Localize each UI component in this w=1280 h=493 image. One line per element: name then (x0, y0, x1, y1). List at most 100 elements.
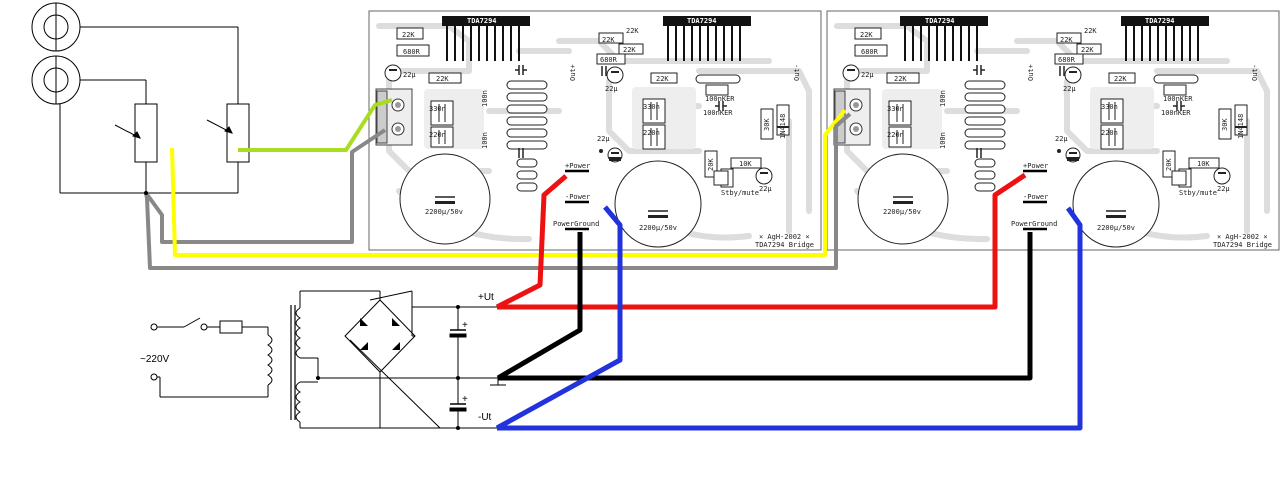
cap-label: 22µ (1063, 85, 1076, 93)
output-plus-label: Out+ (569, 64, 577, 81)
cap-label: 100nKER (705, 95, 735, 103)
cap-label: 22µ (1217, 185, 1230, 193)
resistor-label: 10K (739, 160, 752, 168)
amplifier-board-1: TDA7294 TDA7294 22K 680R 22K 22K 22K 22K… (369, 11, 821, 250)
board-credit: × AgH-2002 × (1217, 233, 1268, 241)
pos-sign: + (462, 394, 468, 405)
pos-sign: + (462, 320, 468, 331)
resistor-label: 22K (402, 31, 415, 39)
wire-signal-gray-2 (144, 112, 852, 270)
fuse (219, 320, 243, 334)
output-minus-label: Out- (1251, 64, 1259, 81)
cap-label: 220n (887, 131, 904, 139)
cap-label: 100nKER (1161, 109, 1191, 117)
cap-label: 330n (429, 105, 446, 113)
cap-label: 100n (481, 132, 489, 149)
cap-label: 22µ (861, 71, 874, 79)
cap-label: 100nKER (1163, 95, 1193, 103)
wire-ground (496, 232, 583, 381)
board-credit: TDA7294 Bridge (755, 241, 814, 249)
resistor-label: 22K (1060, 36, 1073, 44)
positive-power-label: +Power (1023, 162, 1048, 170)
resistor-label: 22K (602, 36, 615, 44)
positive-rail-label: +Ut (478, 292, 494, 303)
board-credit: × AgH-2002 × (759, 233, 810, 241)
board-credit: TDA7294 Bridge (1213, 241, 1272, 249)
chip-label: TDA7294 (925, 17, 955, 25)
cap-label: 330n (643, 103, 660, 111)
junction-dots (144, 191, 460, 430)
resistor-label: 20K (1165, 158, 1173, 171)
potentiometer-left (134, 103, 158, 163)
cap-label: 220n (1101, 129, 1118, 137)
resistor-label: 22K (623, 46, 636, 54)
negative-power-label: -Power (1023, 193, 1048, 201)
cap-label: 22µ (597, 135, 610, 143)
wire-ground-board2 (498, 232, 1033, 381)
diode-label: 1N4148 (779, 114, 787, 139)
wire-signal-green (238, 98, 393, 152)
big-cap-label: 2200µ/50v (1097, 224, 1135, 232)
resistor-label: 22K (894, 75, 907, 83)
cap-label: 22µ (1055, 135, 1068, 143)
resistor-label: 22K (436, 75, 449, 83)
signal-wires (144, 98, 852, 270)
resistor-label: 680R (403, 48, 421, 56)
cap-label: 330n (887, 105, 904, 113)
big-cap-label: 2200µ/50v (639, 224, 677, 232)
cap-label: 100n (481, 90, 489, 107)
cap-label: 100nKER (703, 109, 733, 117)
chip-label: TDA7294 (687, 17, 717, 25)
power-wires (495, 172, 1083, 431)
cap-label: 22µ (759, 185, 772, 193)
cap-label: 330n (1101, 103, 1118, 111)
positive-power-label: +Power (565, 162, 590, 170)
big-cap-label: 2200µ/50v (425, 208, 463, 216)
power-ground-label: PowerGround (553, 220, 599, 228)
standby-label: Stby/mute (721, 189, 759, 197)
resistor-label: 22K (1114, 75, 1127, 83)
mains-voltage-label: ~220V (140, 354, 170, 365)
diode-label: 1N4148 (1237, 114, 1245, 139)
resistor-label: 22K (626, 27, 639, 35)
resistor-label: 30K (763, 118, 771, 131)
cap-label: 22µ (605, 85, 618, 93)
resistor-label: 20K (707, 158, 715, 171)
resistor-label: 680R (600, 56, 618, 64)
potentiometer-right (226, 103, 250, 163)
negative-rail-label: -Ut (478, 412, 492, 423)
amplifier-board-2: TDA7294 TDA7294 22K 680R 22K 22K 22K 22K… (827, 11, 1279, 250)
wire-signal-gray-1 (144, 128, 387, 244)
input-section (31, 2, 250, 194)
resistor-label: 22K (1084, 27, 1097, 35)
bridge-rectifier (344, 299, 416, 373)
big-cap-label: 2200µ/50v (883, 208, 921, 216)
wire-positive-board2 (497, 172, 1027, 310)
cap-label: 220n (643, 129, 660, 137)
standby-label: Stby/mute (1179, 189, 1217, 197)
wire-positive (495, 174, 568, 310)
resistor-label: 22K (860, 31, 873, 39)
wire-negative-board2 (497, 206, 1083, 431)
resistor-label: 22K (1081, 46, 1094, 54)
resistor-label: 680R (861, 48, 879, 56)
cap-label: 100n (939, 90, 947, 107)
chip-label: TDA7294 (467, 17, 497, 25)
resistor-label: 10K (1197, 160, 1210, 168)
wire-negative (495, 205, 623, 431)
output-minus-label: Out- (793, 64, 801, 81)
resistor-label: 30K (1221, 118, 1229, 131)
cap-label: 22µ (403, 71, 416, 79)
negative-power-label: -Power (565, 193, 590, 201)
wire-signal-yellow-1 (170, 108, 847, 257)
output-plus-label: Out+ (1027, 64, 1035, 81)
resistor-label: 680R (1058, 56, 1076, 64)
cap-label: 100n (939, 132, 947, 149)
resistor-label: 22K (656, 75, 669, 83)
power-supply-schematic (150, 290, 506, 429)
chip-label: TDA7294 (1145, 17, 1175, 25)
power-ground-label: PowerGround (1011, 220, 1057, 228)
cap-label: 220n (429, 131, 446, 139)
